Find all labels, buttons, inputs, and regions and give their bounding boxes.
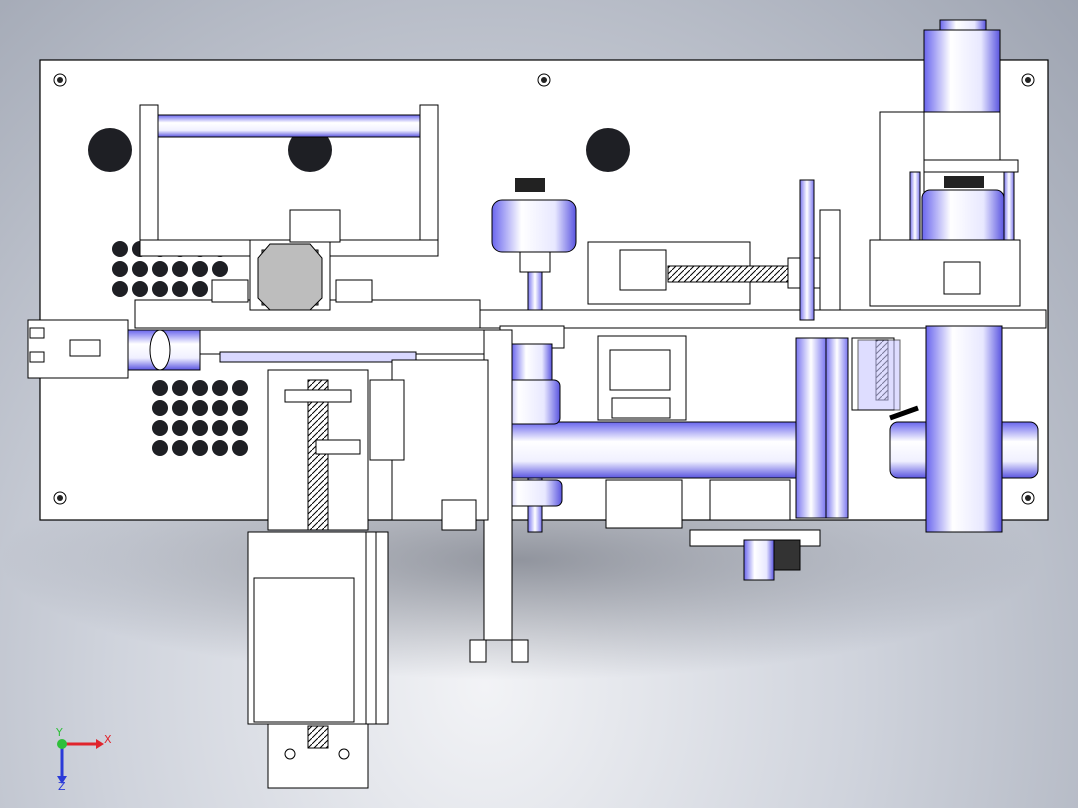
mounting-hole (537, 73, 551, 87)
horizontal-slide-rail[interactable] (199, 329, 491, 363)
perforation-hole (172, 400, 188, 416)
perforation-hole (212, 420, 228, 436)
perforation-hole (152, 380, 168, 396)
mounting-hole (53, 491, 67, 505)
mounting-hole (53, 73, 67, 87)
perforation-hole (192, 400, 208, 416)
spring-holder (851, 337, 919, 421)
axis-triad: X Y Z (55, 726, 112, 793)
perforation-hole (192, 380, 208, 396)
perforation-hole (172, 440, 188, 456)
perforation-hole (212, 400, 228, 416)
main-crossbeam[interactable] (457, 309, 1047, 479)
perforation-hole (212, 440, 228, 456)
perforation-hole (192, 261, 208, 277)
side-servo-motor[interactable] (27, 319, 201, 379)
perforation-hole (112, 281, 128, 297)
perforation-hole (232, 380, 248, 396)
bottom-bracket[interactable] (605, 479, 821, 581)
mounting-hole (1021, 73, 1035, 87)
perforation-hole (212, 261, 228, 277)
perforation-hole (112, 261, 128, 277)
perforation-hole (152, 440, 168, 456)
perforated-hole-grid (152, 380, 248, 456)
large-hole (288, 128, 332, 172)
perforation-hole (152, 261, 168, 277)
linear-rail-block (211, 279, 373, 303)
perforation-hole (152, 400, 168, 416)
small-block (369, 359, 489, 531)
perforation-hole (132, 281, 148, 297)
perforation-hole (192, 420, 208, 436)
perforation-hole (172, 380, 188, 396)
tall-servo-motor[interactable] (869, 19, 1021, 533)
perforation-hole (152, 420, 168, 436)
mounting-hole (1021, 491, 1035, 505)
perforation-hole (172, 261, 188, 277)
vertical-screw-module[interactable] (247, 369, 389, 789)
perforation-hole (192, 281, 208, 297)
large-hole (586, 128, 630, 172)
stepper-motor[interactable] (249, 209, 341, 311)
perforation-hole (232, 400, 248, 416)
gripper-block[interactable] (597, 335, 687, 421)
perforation-hole (192, 440, 208, 456)
perforation-hole (212, 380, 228, 396)
perforation-hole (172, 420, 188, 436)
lift-column[interactable] (469, 325, 565, 663)
perforation-hole (132, 261, 148, 277)
large-hole (88, 128, 132, 172)
y-axis-label: Y (55, 726, 63, 739)
perforation-hole (112, 241, 128, 257)
perforation-hole (152, 281, 168, 297)
perforation-hole (172, 281, 188, 297)
x-axis-label: X (104, 733, 112, 746)
z-axis-label: Z (58, 780, 66, 793)
perforation-hole (232, 440, 248, 456)
perforation-hole (232, 420, 248, 436)
vertical-rod[interactable] (795, 179, 849, 519)
